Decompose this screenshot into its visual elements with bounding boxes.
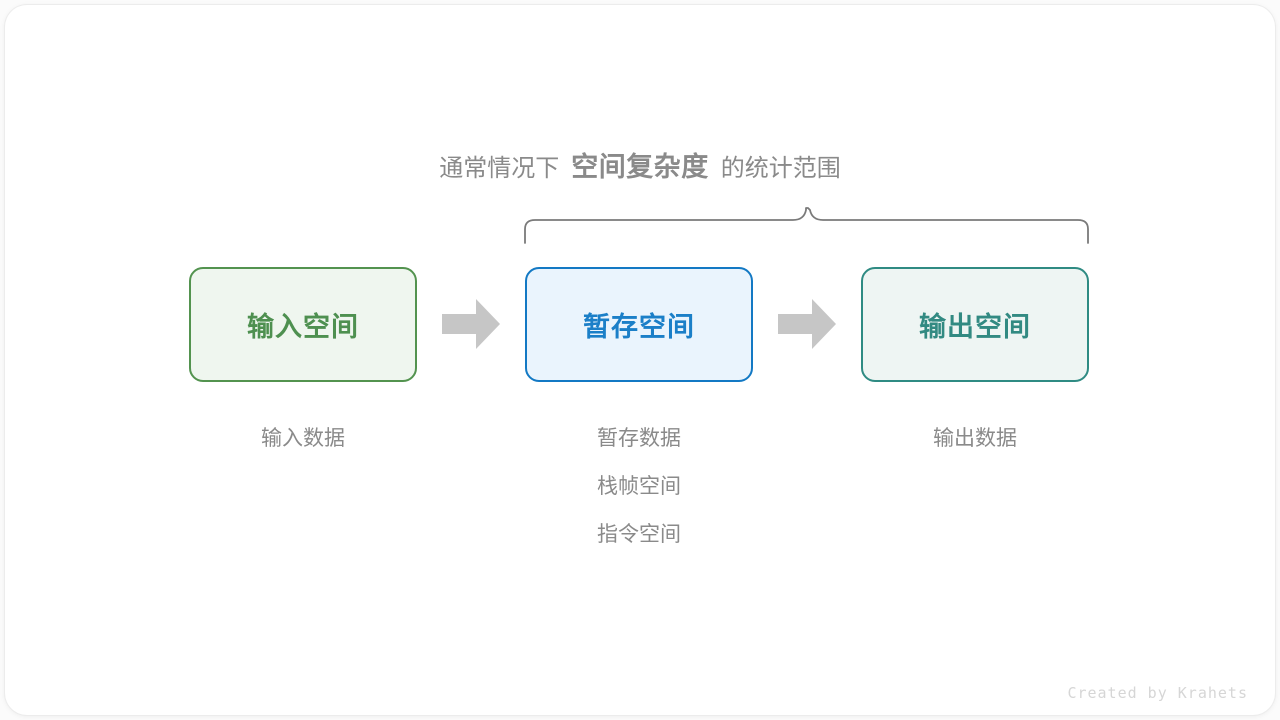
title-suffix: 的统计范围	[720, 155, 841, 182]
arrow-temp-to-output	[776, 296, 838, 357]
box-input-space-label: 输入空间	[247, 312, 359, 342]
caption-temp: 暂存数据 栈帧空间 指令空间	[525, 415, 753, 559]
caption-line: 输入数据	[261, 427, 345, 450]
box-temp-space-label: 暂存空间	[583, 312, 695, 342]
caption-line: 暂存数据	[597, 427, 681, 450]
box-output-space-label: 输出空间	[919, 312, 1031, 342]
caption-line: 栈帧空间	[597, 475, 681, 498]
title-prefix: 通常情况下	[439, 155, 560, 182]
box-temp-space[interactable]: 暂存空间	[525, 267, 753, 382]
box-input-space[interactable]: 输入空间	[189, 267, 417, 382]
caption-output: 输出数据	[861, 415, 1089, 463]
watermark: Created by Krahets	[1067, 684, 1248, 702]
right-arrow-icon	[778, 299, 836, 349]
arrow-input-to-temp	[440, 296, 502, 357]
scope-brace	[505, 196, 1105, 256]
title-emphasis: 空间复杂度	[571, 152, 709, 182]
flow-row: 输入空间 暂存空间 输出空间	[0, 267, 1280, 382]
caption-line: 输出数据	[933, 427, 1017, 450]
diagram-title: 通常情况下空间复杂度的统计范围	[0, 150, 1280, 186]
scope-brace-icon	[524, 207, 1089, 244]
caption-line: 指令空间	[597, 523, 681, 546]
right-arrow-icon	[442, 299, 500, 349]
box-output-space[interactable]: 输出空间	[861, 267, 1089, 382]
caption-input: 输入数据	[189, 415, 417, 463]
